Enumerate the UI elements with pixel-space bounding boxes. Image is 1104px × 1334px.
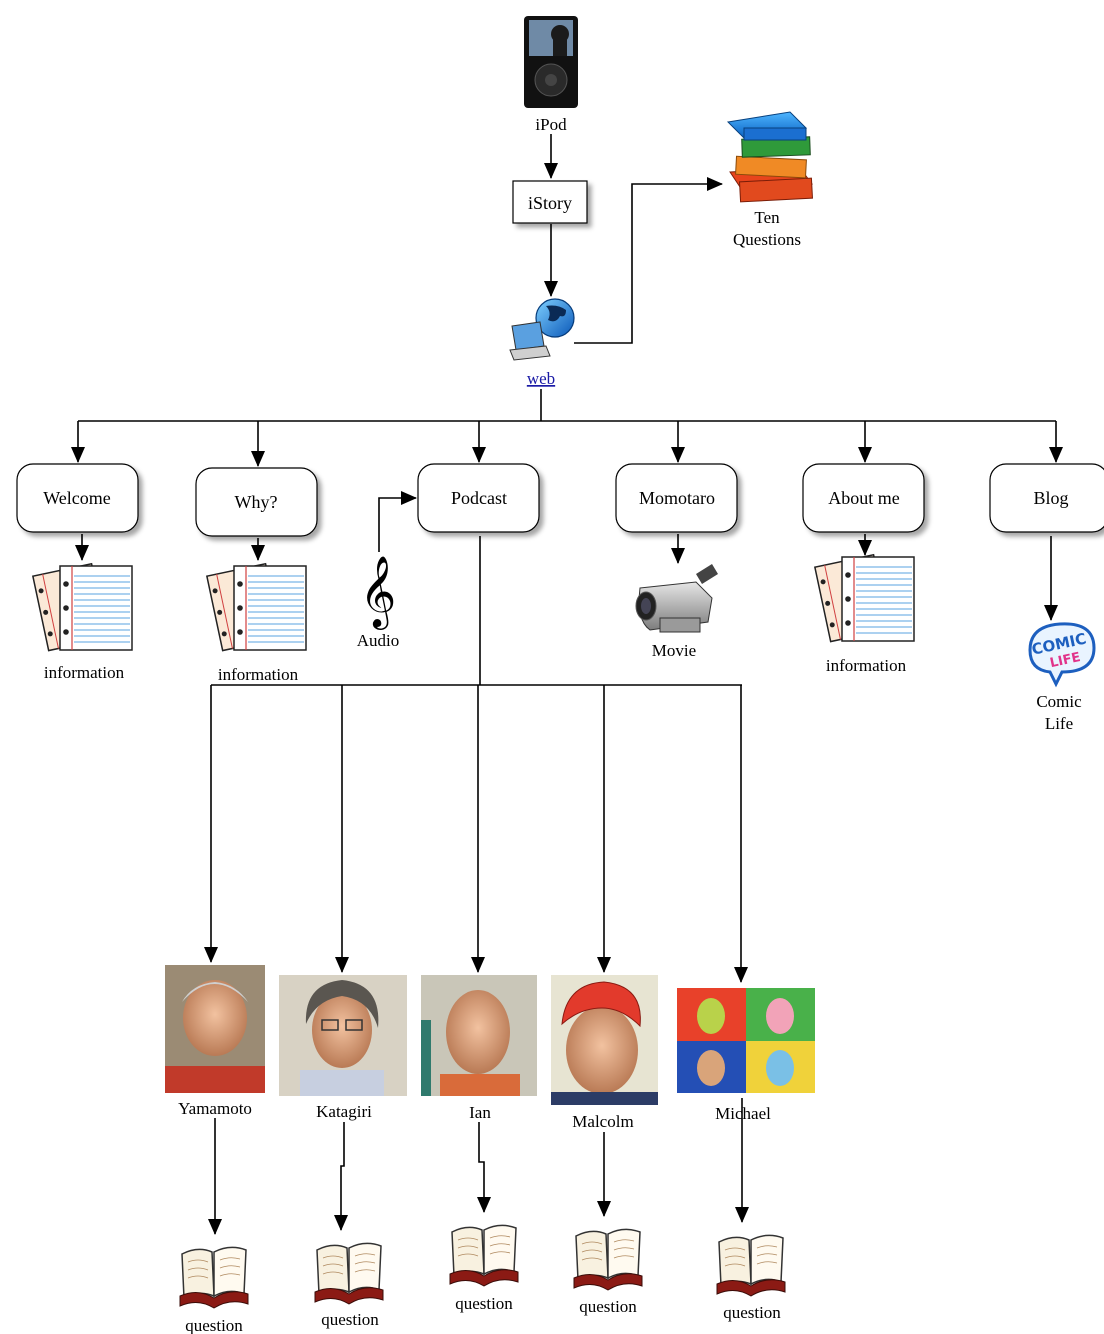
person-photo-icon: [551, 975, 658, 1105]
comic-life-line2: Life: [1045, 714, 1073, 733]
person-photo-icon: [421, 975, 537, 1096]
about-me-box[interactable]: About me: [802, 463, 925, 533]
svg-text:LIFE: LIFE: [1049, 650, 1082, 671]
welcome-box[interactable]: Welcome: [16, 463, 139, 533]
momotaro-box[interactable]: Momotaro: [615, 463, 738, 533]
ipod-icon: [524, 16, 578, 108]
person-photo-icon: [279, 975, 407, 1096]
web-link[interactable]: web: [527, 369, 555, 388]
person-malcolm[interactable]: Malcolm: [551, 975, 658, 1131]
person-name: Michael: [715, 1104, 771, 1123]
document-icon: [814, 553, 915, 643]
why-information-label: information: [218, 665, 299, 684]
ipod-label: iPod: [535, 115, 567, 134]
open-book-icon: [179, 1246, 249, 1309]
person-katagiri[interactable]: Katagiri: [279, 975, 407, 1121]
welcome-information-node[interactable]: information: [32, 562, 133, 682]
welcome-label: Welcome: [43, 488, 111, 508]
ten-questions-node[interactable]: Ten Questions: [726, 111, 813, 249]
ten-questions-line2: Questions: [733, 230, 801, 249]
why-label: Why?: [235, 492, 278, 512]
why-information-node[interactable]: information: [206, 562, 307, 684]
question-label: question: [185, 1316, 243, 1334]
blog-box[interactable]: Blog: [989, 463, 1104, 533]
connectors: [71, 134, 1063, 1235]
person-ian[interactable]: Ian: [421, 975, 537, 1122]
books-stack-icon: [726, 111, 813, 203]
person-photo-icon: [165, 965, 265, 1093]
person-yamamoto[interactable]: Yamamoto: [165, 965, 265, 1118]
about-me-label: About me: [828, 488, 900, 508]
person-michael[interactable]: Michael: [677, 988, 815, 1123]
istory-box[interactable]: iStory: [512, 180, 588, 224]
treble-clef-icon: 𝄞: [360, 554, 397, 630]
question-malcolm[interactable]: question: [573, 1228, 643, 1316]
podcast-label: Podcast: [451, 488, 507, 508]
question-label: question: [579, 1297, 637, 1316]
ten-questions-line1: Ten: [754, 208, 780, 227]
document-icon: [32, 562, 133, 652]
question-label: question: [455, 1294, 513, 1313]
person-name: Yamamoto: [178, 1099, 252, 1118]
comic-life-line1: Comic: [1036, 692, 1082, 711]
person-name: Ian: [469, 1103, 491, 1122]
question-label: question: [321, 1310, 379, 1329]
audio-label: Audio: [357, 631, 400, 650]
ipod-node[interactable]: iPod: [524, 16, 578, 134]
question-yamamoto[interactable]: question: [179, 1246, 249, 1334]
about-information-label: information: [826, 656, 907, 675]
question-label: question: [723, 1303, 781, 1322]
person-name: Katagiri: [316, 1102, 372, 1121]
globe-laptop-icon: [509, 298, 575, 361]
welcome-information-label: information: [44, 663, 125, 682]
web-node[interactable]: web: [509, 298, 575, 388]
podcast-box[interactable]: Podcast: [417, 463, 540, 533]
camcorder-icon: [635, 564, 718, 633]
momotaro-label: Momotaro: [639, 488, 715, 508]
comic-life-icon: COMIC LIFE: [1028, 622, 1096, 688]
question-ian[interactable]: question: [449, 1224, 519, 1313]
blog-label: Blog: [1033, 488, 1068, 508]
comic-life-node[interactable]: COMIC LIFE Comic Life: [1028, 622, 1096, 733]
istory-label: iStory: [528, 193, 572, 213]
open-book-icon: [449, 1224, 519, 1287]
movie-node[interactable]: Movie: [635, 564, 718, 660]
why-box[interactable]: Why?: [195, 467, 318, 537]
movie-label: Movie: [652, 641, 696, 660]
open-book-icon: [716, 1234, 786, 1297]
person-photo-icon: [677, 988, 815, 1093]
open-book-icon: [573, 1228, 643, 1291]
question-katagiri[interactable]: question: [314, 1242, 384, 1329]
document-icon: [206, 562, 307, 652]
person-name: Malcolm: [572, 1112, 633, 1131]
about-information-node[interactable]: information: [814, 553, 915, 675]
question-michael[interactable]: question: [716, 1234, 786, 1322]
audio-node[interactable]: 𝄞 Audio: [357, 554, 400, 650]
open-book-icon: [314, 1242, 384, 1305]
